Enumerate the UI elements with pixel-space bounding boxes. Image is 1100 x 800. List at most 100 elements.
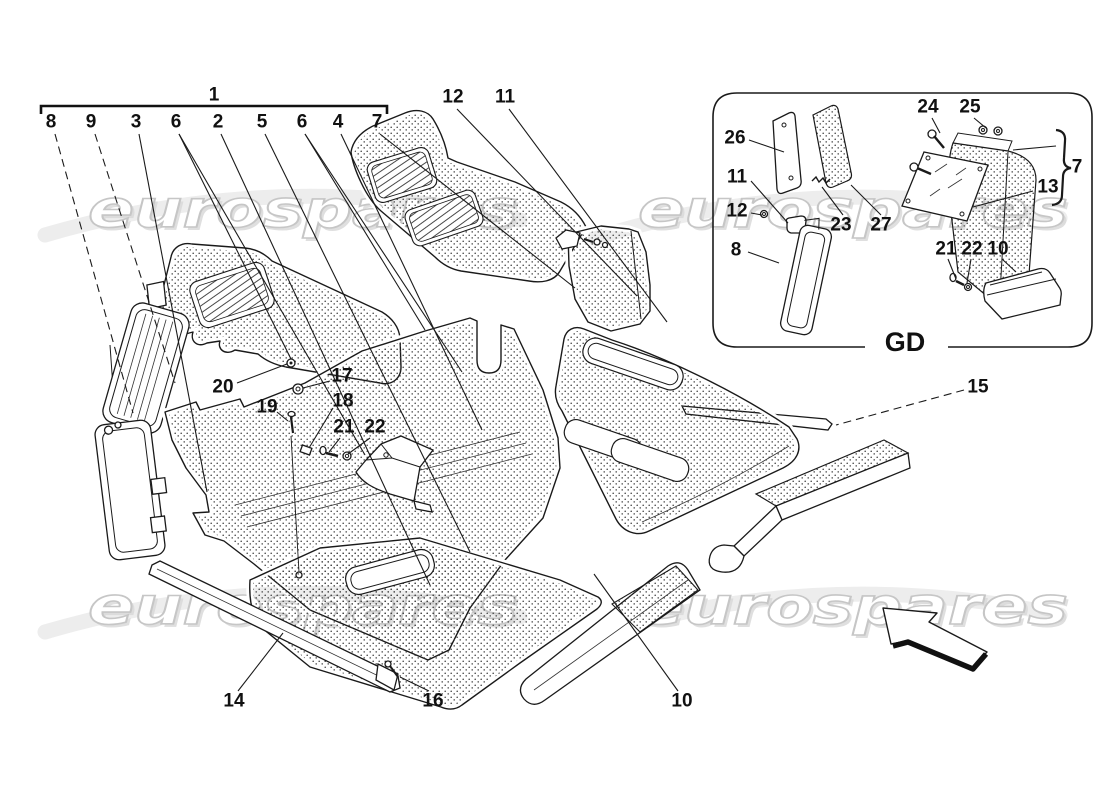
nut-icon	[759, 209, 769, 219]
inset-part-label-23: 23	[830, 215, 851, 236]
diagram-art: GD	[94, 92, 1093, 713]
front-mat-right	[347, 107, 590, 286]
watermark-text-shadow: eurospares	[641, 580, 1071, 640]
inset-label-gd: GD	[885, 327, 926, 357]
main-part-label-14: 14	[223, 691, 245, 712]
main-part-label-10: 10	[671, 691, 692, 712]
footrest	[102, 280, 190, 437]
main-part-label-7: 7	[372, 112, 383, 133]
direction-arrow	[882, 607, 989, 672]
main-part-label-15: 15	[967, 377, 989, 398]
inset-leader-line	[931, 117, 941, 134]
inset-part-label-10: 10	[987, 239, 1008, 260]
main-part-label-11: 11	[495, 87, 516, 108]
main-part-label-20: 20	[212, 377, 233, 398]
grommet-icon	[292, 383, 304, 395]
main-part-label-12: 12	[442, 87, 463, 108]
main-part-label-5: 5	[257, 112, 268, 133]
screw-icon	[325, 451, 339, 458]
strap	[772, 111, 802, 195]
washer-icon	[963, 282, 973, 292]
screw-icon	[593, 238, 601, 246]
main-part-label-21: 21	[333, 417, 355, 438]
main-leader-line	[340, 133, 483, 431]
floor-carpet-right	[551, 324, 803, 537]
main-part-label-18: 18	[332, 391, 353, 412]
main-part-label-9: 9	[86, 112, 97, 133]
screw-head-icon	[319, 445, 327, 456]
inset-part-label-24: 24	[917, 97, 939, 118]
main-leader-line	[593, 573, 679, 692]
side-panel	[555, 222, 654, 335]
inset-leader-line	[850, 184, 882, 216]
main-leader-line	[94, 133, 176, 384]
main-part-label-19: 19	[256, 397, 277, 418]
screw-head-icon	[287, 410, 296, 418]
inset-part-label-25: 25	[959, 97, 981, 118]
main-leader-line	[54, 133, 134, 414]
inset-part-label-22: 22	[961, 239, 982, 260]
inset-part-label-26: 26	[724, 128, 745, 149]
pad-block	[983, 267, 1062, 320]
inset-part-label-11: 11	[727, 167, 748, 188]
main-leader-line	[302, 380, 331, 389]
main-leader-line	[237, 632, 284, 692]
inset-part-label-7: 7	[1072, 157, 1083, 178]
main-leader-line	[304, 133, 426, 331]
side-trim	[94, 419, 168, 561]
washer-icon	[342, 451, 352, 461]
inset-part-label-27: 27	[870, 215, 891, 236]
front-mat-left	[146, 240, 405, 388]
inset-leader-line	[1012, 145, 1057, 151]
inset-leader-line	[1001, 258, 1017, 273]
inset-leader-line	[973, 117, 987, 129]
main-leader-line	[178, 133, 366, 456]
group-bracket	[39, 104, 389, 114]
main-leader-line	[456, 108, 638, 297]
main-part-label-2: 2	[213, 112, 224, 133]
main-part-label-1: 1	[209, 85, 220, 106]
heel-pad	[404, 189, 484, 247]
screw-icon	[289, 416, 295, 434]
main-leader-line	[276, 411, 289, 422]
sill-carpet-right	[708, 439, 911, 573]
side-trim-inset	[779, 217, 833, 336]
inset-box: GD	[712, 92, 1093, 357]
main-part-label-4: 4	[333, 112, 344, 133]
washer-icon	[601, 241, 609, 249]
mount-bracket	[555, 229, 581, 250]
heel-pad	[189, 261, 275, 329]
inset-part-label-8: 8	[731, 240, 742, 261]
main-leader-line	[236, 363, 288, 384]
main-part-label-6: 6	[171, 112, 182, 133]
inset-part-label-13: 13	[1037, 177, 1058, 198]
screw-icon	[916, 166, 932, 176]
spring-icon	[811, 175, 831, 185]
main-leader-line	[328, 437, 341, 453]
screw-icon	[955, 279, 965, 287]
main-leader-line	[508, 108, 668, 323]
fixing-bracket	[355, 435, 435, 513]
washer-icon	[993, 126, 1003, 136]
main-part-label-22: 22	[364, 417, 385, 438]
screw-icon	[933, 135, 945, 149]
screw-head-icon	[909, 162, 919, 172]
main-leader-line	[220, 133, 431, 586]
main-leader-line	[399, 676, 430, 692]
inset-leader-line	[966, 258, 972, 284]
inset-leader-line	[750, 212, 763, 216]
main-leader-line	[264, 133, 471, 553]
main-part-label-16: 16	[422, 691, 443, 712]
brace	[1051, 128, 1072, 207]
main-leader-line	[379, 133, 576, 289]
inset-leader-line	[947, 258, 957, 280]
inset-leader-line	[750, 180, 789, 224]
inset-leader-line	[748, 139, 785, 153]
main-leader-line	[835, 389, 965, 426]
screw-icon	[389, 665, 399, 678]
inset-part-label-12: 12	[726, 201, 747, 222]
fasteners	[287, 383, 352, 573]
inset-leader-line	[821, 186, 844, 216]
